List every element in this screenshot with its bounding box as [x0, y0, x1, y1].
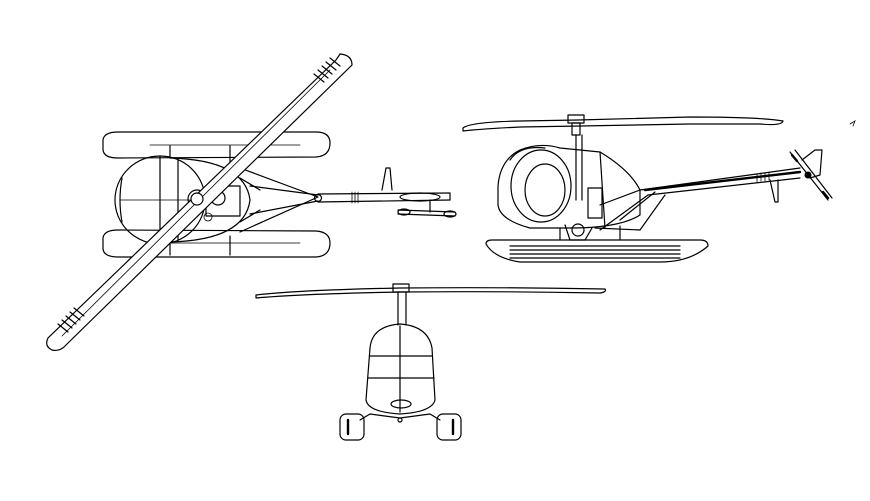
side-view-tail-boom [594, 149, 823, 231]
rotor-tip-grip-top [313, 57, 341, 83]
top-view [46, 53, 457, 352]
front-view-cabin [365, 323, 436, 415]
front-view-main-rotor [255, 283, 607, 326]
top-view-skids [102, 131, 331, 258]
rotor-tip-grip-bottom [57, 307, 85, 333]
side-view-tail-rotor [789, 149, 833, 201]
side-view-main-rotor [462, 114, 784, 201]
front-view [255, 283, 607, 441]
side-view-skid [485, 225, 709, 263]
side-view-stray-mark [849, 120, 856, 127]
side-view-cabin [497, 144, 641, 241]
top-view-main-rotor [46, 53, 353, 352]
front-view-landing-gear [339, 413, 462, 441]
side-view [462, 114, 856, 263]
top-view-tail-boom [239, 167, 457, 233]
